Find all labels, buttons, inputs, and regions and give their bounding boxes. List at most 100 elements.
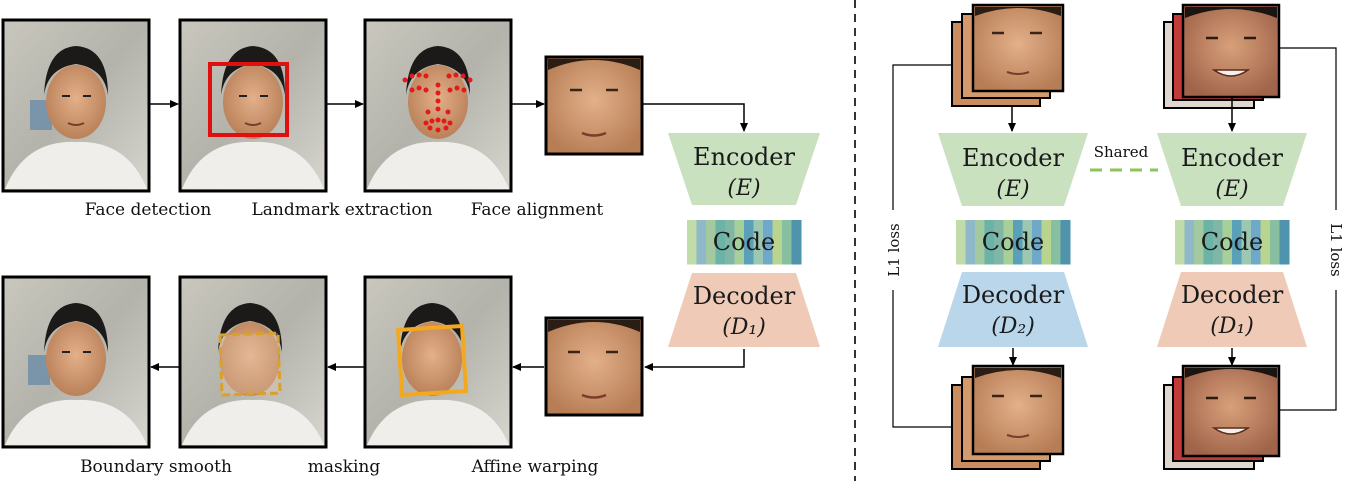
code-mosaic-tile (1251, 253, 1261, 265)
code-mosaic-tile (1032, 220, 1042, 232)
photo-swapped-face (544, 316, 644, 417)
code-mosaic-tile (791, 242, 802, 254)
loss-a-gap (884, 210, 902, 290)
code-mosaic-tile (1022, 242, 1033, 254)
code-mosaic-tile (956, 220, 966, 232)
code-mosaic-tile (1184, 220, 1195, 232)
code-mosaic-tile (1051, 242, 1061, 254)
code-mosaic-tile (734, 231, 745, 243)
code-mosaic-tile (965, 242, 976, 254)
label-face-detection: Face detection (85, 200, 212, 220)
encoder-b-symbol: (E) (1215, 177, 1248, 202)
code-mosaic-tile (1032, 253, 1042, 265)
shared-label: Shared (1094, 143, 1149, 161)
code-mosaic-tile (753, 220, 764, 232)
code-mosaic-tile (965, 220, 976, 232)
code-mosaic-tile (1194, 220, 1204, 232)
code-mosaic-tile (1260, 253, 1271, 265)
code-mosaic-tile (1184, 231, 1195, 243)
left-code-label: Code (713, 228, 775, 256)
code-mosaic-tile (763, 253, 773, 265)
code-mosaic-tile (791, 220, 802, 232)
photo-landmarks (363, 18, 513, 193)
photo-face-detection (1, 18, 151, 193)
decoder-b-title: Decoder (1181, 281, 1284, 309)
code-mosaic-tile (706, 242, 716, 254)
label-landmark-extraction: Landmark extraction (251, 200, 432, 220)
code-mosaic-tile (984, 220, 995, 232)
code-mosaic-tile (1232, 253, 1242, 265)
code-mosaic-tile (696, 253, 707, 265)
code-mosaic-tile (1032, 242, 1042, 254)
code-mosaic-tile (1213, 231, 1223, 243)
code-mosaic-tile (975, 220, 985, 232)
code-mosaic-tile (1184, 242, 1195, 254)
code-mosaic-tile (715, 242, 726, 254)
loss-b-label: L1 loss (1327, 223, 1345, 277)
code-mosaic-tile (734, 242, 745, 254)
code-mosaic-tile (706, 220, 716, 232)
code-mosaic-tile (984, 242, 995, 254)
code-mosaic-tile (696, 220, 707, 232)
code-mosaic-tile (782, 242, 792, 254)
code-mosaic-tile (782, 253, 792, 265)
code-mosaic-tile (1241, 242, 1252, 254)
code-mosaic-tile (1032, 231, 1042, 243)
right-decoder-b: Decoder (D₁) (1157, 272, 1307, 347)
code-mosaic-tile (763, 220, 773, 232)
decoder-a-title: Decoder (962, 281, 1065, 309)
code-mosaic-tile (956, 231, 966, 243)
code-mosaic-tile (1222, 253, 1233, 265)
code-mosaic-tile (1060, 242, 1071, 254)
code-mosaic-tile (994, 242, 1004, 254)
code-mosaic-tile (956, 242, 966, 254)
code-mosaic-tile (706, 253, 716, 265)
code-mosaic-tile (772, 253, 783, 265)
left-encoder-title: Encoder (693, 143, 795, 171)
photo-boundary-smooth (1, 275, 151, 449)
code-mosaic-tile (782, 231, 792, 243)
code-mosaic-tile (1013, 231, 1023, 243)
code-mosaic-tile (1260, 231, 1271, 243)
code-mosaic-tile (1022, 253, 1033, 265)
code-mosaic-tile (1022, 220, 1033, 232)
code-mosaic-tile (1260, 220, 1271, 232)
encoder-a-symbol: (E) (996, 177, 1029, 202)
code-mosaic-tile (734, 253, 745, 265)
code-mosaic-tile (975, 231, 985, 243)
code-mosaic-tile (1270, 231, 1280, 243)
code-mosaic-tile (1041, 231, 1052, 243)
code-mosaic-tile (994, 220, 1004, 232)
code-mosaic-tile (763, 231, 773, 243)
arrow-decoder-to-swapped-face (644, 349, 745, 371)
code-mosaic-tile (1060, 253, 1071, 265)
code-mosaic-tile (744, 231, 754, 243)
code-mosaic-tile (1213, 220, 1223, 232)
code-mosaic-tile (715, 231, 726, 243)
code-mosaic-tile (1013, 220, 1023, 232)
code-mosaic-tile (1194, 242, 1204, 254)
code-mosaic-tile (1041, 242, 1052, 254)
code-mosaic-tile (782, 220, 792, 232)
code-mosaic-tile (1203, 253, 1214, 265)
code-mosaic-tile (744, 220, 754, 232)
label-affine-warping: Affine warping (471, 457, 599, 477)
code-mosaic-tile (687, 231, 697, 243)
encoder-b-title: Encoder (1181, 144, 1283, 172)
code-mosaic-tile (725, 242, 735, 254)
code-mosaic-tile (975, 242, 985, 254)
code-mosaic-tile (1003, 253, 1014, 265)
code-mosaic-tile (1022, 231, 1033, 243)
code-mosaic-tile (1175, 231, 1185, 243)
code-mosaic-tile (1203, 220, 1214, 232)
code-mosaic-tile (1251, 231, 1261, 243)
code-mosaic-tile (994, 231, 1004, 243)
code-mosaic-tile (1003, 242, 1014, 254)
left-decoder-title: Decoder (693, 282, 796, 310)
loss-a-label: L1 loss (885, 223, 903, 277)
code-mosaic-tile (1222, 220, 1233, 232)
code-mosaic-tile (965, 253, 976, 265)
code-mosaic-tile (1184, 253, 1195, 265)
code-b-label: Code (1201, 228, 1263, 256)
